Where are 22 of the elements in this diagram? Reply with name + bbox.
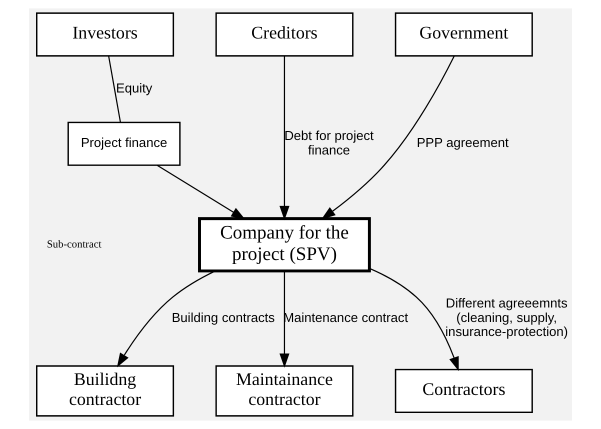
connector bbox=[108, 56, 121, 122]
edge-label: Maintenance contract bbox=[283, 310, 408, 325]
arrow bbox=[116, 270, 216, 368]
node-box: Creditors bbox=[215, 12, 354, 57]
node-box: Maintainance contractor bbox=[215, 365, 354, 417]
edge-label: Different agreeemnts (cleaning, supply, insurance-protection) bbox=[445, 296, 568, 340]
arrow bbox=[321, 56, 455, 220]
edge-label: PPP agreement bbox=[416, 135, 509, 150]
node-box: Builidng contractor bbox=[36, 365, 174, 417]
arrow bbox=[279, 271, 290, 368]
arrow bbox=[156, 164, 246, 220]
label: Sub-contract bbox=[46, 238, 102, 250]
node-box: Contractors bbox=[394, 368, 533, 414]
node-box: Government bbox=[394, 12, 533, 57]
edge-label: Debt for project finance bbox=[284, 128, 374, 158]
arrow bbox=[279, 56, 290, 220]
node-box: Investors bbox=[36, 12, 174, 57]
edge-label: Building contracts bbox=[172, 310, 275, 325]
arrow bbox=[369, 268, 459, 372]
node-box: Company for the project (SPV) bbox=[198, 217, 371, 272]
edge-label: Equity bbox=[116, 80, 152, 96]
node-box: Project finance bbox=[68, 122, 181, 166]
